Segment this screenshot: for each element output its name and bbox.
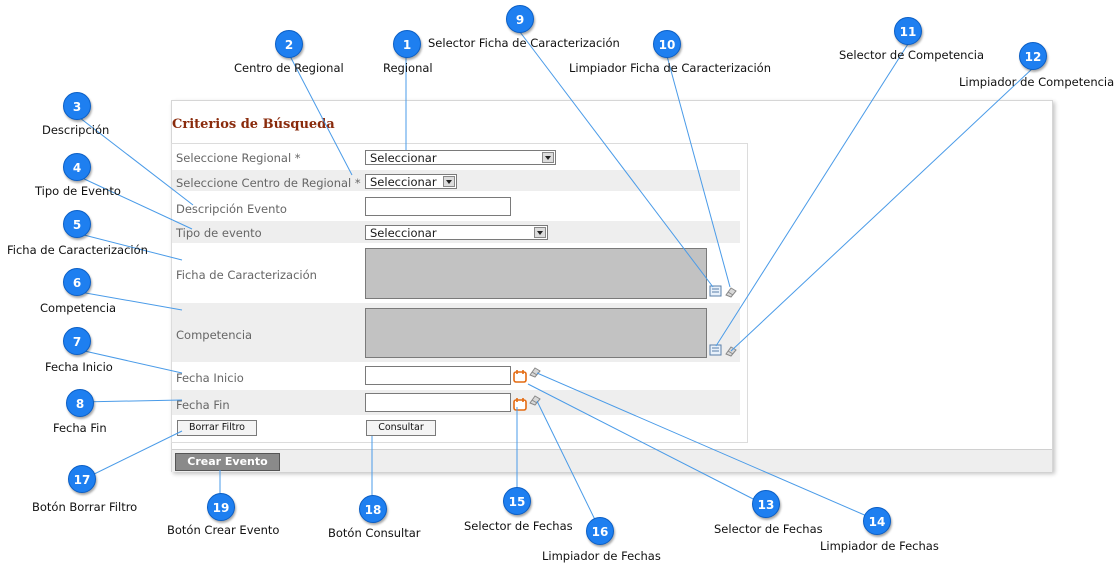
annotation-7: Fecha Inicio	[45, 360, 113, 374]
badge-12: 12	[1019, 42, 1047, 70]
regional-select[interactable]: Seleccionar	[365, 150, 556, 165]
annotation-17: Botón Borrar Filtro	[32, 500, 138, 514]
leader-line-16	[536, 400, 601, 531]
leader-line-11	[715, 43, 909, 347]
regional-select-value: Seleccionar	[370, 151, 437, 165]
annotation-14: Limpiador de Fechas	[820, 539, 939, 553]
leader-line-14	[536, 372, 877, 521]
chevron-down-icon	[542, 152, 554, 163]
leader-line-4	[79, 176, 193, 230]
badge-19: 19	[207, 493, 235, 521]
label-fecha-fin: Fecha Fin	[176, 398, 230, 412]
badge-10: 10	[653, 30, 681, 58]
leader-line-10	[666, 55, 731, 288]
leader-line-3	[79, 117, 194, 206]
badge-5: 5	[63, 210, 91, 238]
badge-13: 13	[752, 490, 780, 518]
annotation-19: Botón Crear Evento	[167, 523, 280, 537]
badge-1: 1	[393, 30, 421, 58]
descripcion-input[interactable]	[365, 197, 511, 216]
ficha-selector-icon[interactable]	[709, 284, 723, 298]
leader-line-12	[730, 67, 1034, 352]
leader-line-8	[79, 399, 183, 403]
annotation-5: Ficha de Caracterización	[7, 243, 148, 257]
leader-line-9	[519, 31, 714, 288]
fecha-inicio-eraser-icon[interactable]	[528, 364, 542, 378]
annotation-4: Tipo de Evento	[35, 184, 121, 198]
badge-8: 8	[66, 389, 94, 417]
annotation-16: Limpiador de Fechas	[542, 549, 661, 563]
badge-6: 6	[63, 268, 91, 296]
badge-17: 17	[68, 465, 96, 493]
badge-2: 2	[275, 30, 303, 58]
centro-select-value: Seleccionar	[370, 175, 437, 189]
label-centro: Seleccione Centro de Regional *	[176, 176, 361, 190]
fecha-inicio-calendar-icon[interactable]	[513, 369, 527, 383]
leader-line-2	[289, 55, 353, 176]
badge-14: 14	[863, 507, 891, 535]
leader-line-13	[527, 383, 762, 504]
competencia-selector-icon[interactable]	[709, 343, 723, 357]
leader-line-7	[79, 349, 183, 374]
fecha-fin-input[interactable]	[365, 393, 511, 412]
annotation-8: Fecha Fin	[53, 421, 107, 435]
ficha-eraser-icon[interactable]	[724, 284, 738, 298]
chevron-down-icon	[534, 227, 546, 238]
chevron-down-icon	[443, 176, 455, 187]
annotation-13: Selector de Fechas	[714, 522, 823, 536]
crear-evento-button[interactable]: Crear Evento	[175, 453, 280, 471]
centro-select[interactable]: Seleccionar	[365, 174, 457, 189]
competencia-textarea[interactable]	[365, 308, 707, 358]
annotation-2: Centro de Regional	[234, 61, 344, 75]
leader-line-6	[79, 291, 183, 311]
panel-title: Criterios de Búsqueda	[172, 117, 335, 132]
fecha-fin-eraser-icon[interactable]	[528, 392, 542, 406]
badge-3: 3	[63, 92, 91, 120]
leader-line-17	[81, 430, 183, 481]
annotation-18: Botón Consultar	[328, 526, 421, 540]
label-tipo: Tipo de evento	[176, 226, 262, 240]
badge-11: 11	[894, 17, 922, 45]
annotation-12: Limpiador de Competencia	[959, 75, 1114, 89]
label-descripcion: Descripción Evento	[176, 202, 287, 216]
annotation-11: Selector de Competencia	[839, 48, 985, 62]
panel-footer	[172, 449, 1052, 472]
badge-9: 9	[506, 5, 534, 33]
tipo-select-value: Seleccionar	[370, 226, 437, 240]
badge-18: 18	[359, 495, 387, 523]
badge-16: 16	[586, 517, 614, 545]
annotation-10: Limpiador Ficha de Caracterización	[569, 61, 771, 75]
annotation-15: Selector de Fechas	[464, 519, 573, 533]
badge-7: 7	[63, 327, 91, 355]
ficha-textarea[interactable]	[365, 248, 707, 299]
consultar-button[interactable]: Consultar	[366, 420, 436, 436]
search-form	[171, 143, 748, 443]
annotation-6: Competencia	[40, 301, 117, 315]
label-fecha-inicio: Fecha Inicio	[176, 371, 244, 385]
label-ficha: Ficha de Caracterización	[176, 268, 317, 282]
annotation-9: Selector Ficha de Caracterización	[428, 36, 620, 50]
badge-15: 15	[503, 487, 531, 515]
annotation-3: Descripción	[42, 123, 110, 137]
fecha-inicio-input[interactable]	[365, 366, 511, 385]
borrar-filtro-button[interactable]: Borrar Filtro	[177, 420, 257, 436]
label-regional: Seleccione Regional *	[176, 151, 301, 165]
leader-line-5	[79, 233, 183, 261]
label-competencia: Competencia	[176, 328, 253, 342]
badge-4: 4	[63, 153, 91, 181]
tipo-select[interactable]: Seleccionar	[365, 225, 548, 240]
annotation-1: Regional	[383, 61, 433, 75]
